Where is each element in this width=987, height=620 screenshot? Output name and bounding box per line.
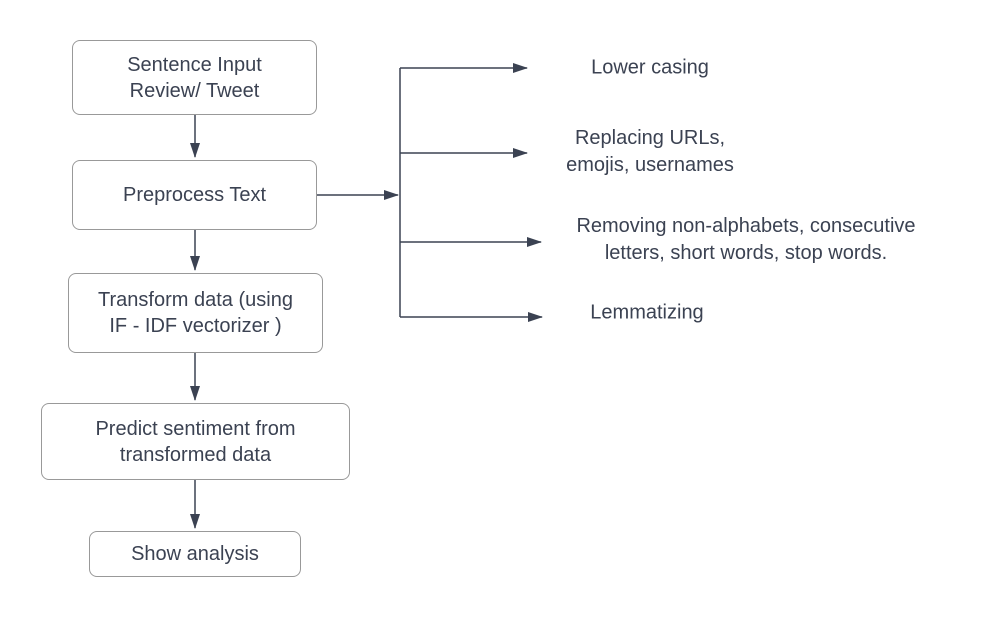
node-sentence-input: Sentence Input Review/ Tweet — [72, 40, 317, 115]
step-lower-casing: Lower casing — [591, 56, 709, 79]
node-preprocess-text: Preprocess Text — [72, 160, 317, 230]
step-removing-non-alphabets: Removing non-alphabets, consecutive lett… — [576, 215, 916, 264]
node-show-analysis: Show analysis — [89, 531, 301, 577]
step-lemmatizing: Lemmatizing — [590, 301, 704, 324]
node-transform-data: Transform data (using IF - IDF vectorize… — [68, 273, 323, 353]
step-replacing-urls: Replacing URLs, emojis, usernames — [566, 127, 734, 176]
node-predict-sentiment: Predict sentiment from transformed data — [41, 403, 350, 480]
